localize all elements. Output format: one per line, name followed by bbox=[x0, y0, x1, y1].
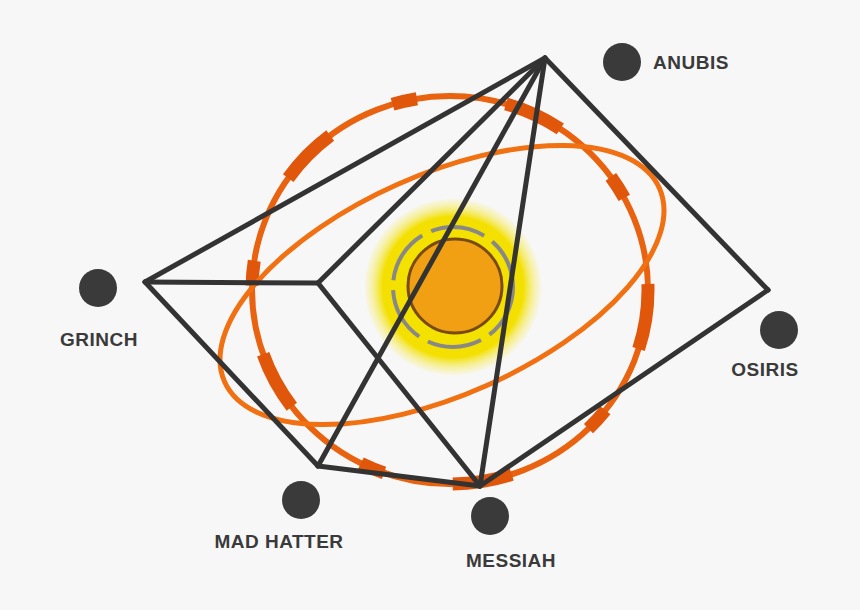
wireframe bbox=[145, 58, 768, 486]
sun-core bbox=[408, 239, 502, 333]
planet-label: ANUBIS bbox=[653, 53, 729, 72]
planet-label: MESSIAH bbox=[466, 551, 556, 570]
planet-dot bbox=[760, 311, 798, 349]
planet-label: GRINCH bbox=[60, 330, 138, 349]
planet-label: MAD HATTER bbox=[214, 532, 343, 551]
planet-dot bbox=[282, 481, 320, 519]
planet-dot bbox=[79, 269, 117, 307]
planet-label: OSIRIS bbox=[731, 360, 798, 379]
planet-dot bbox=[471, 497, 509, 535]
planet-dot bbox=[603, 43, 641, 81]
sun-ring bbox=[393, 227, 513, 347]
